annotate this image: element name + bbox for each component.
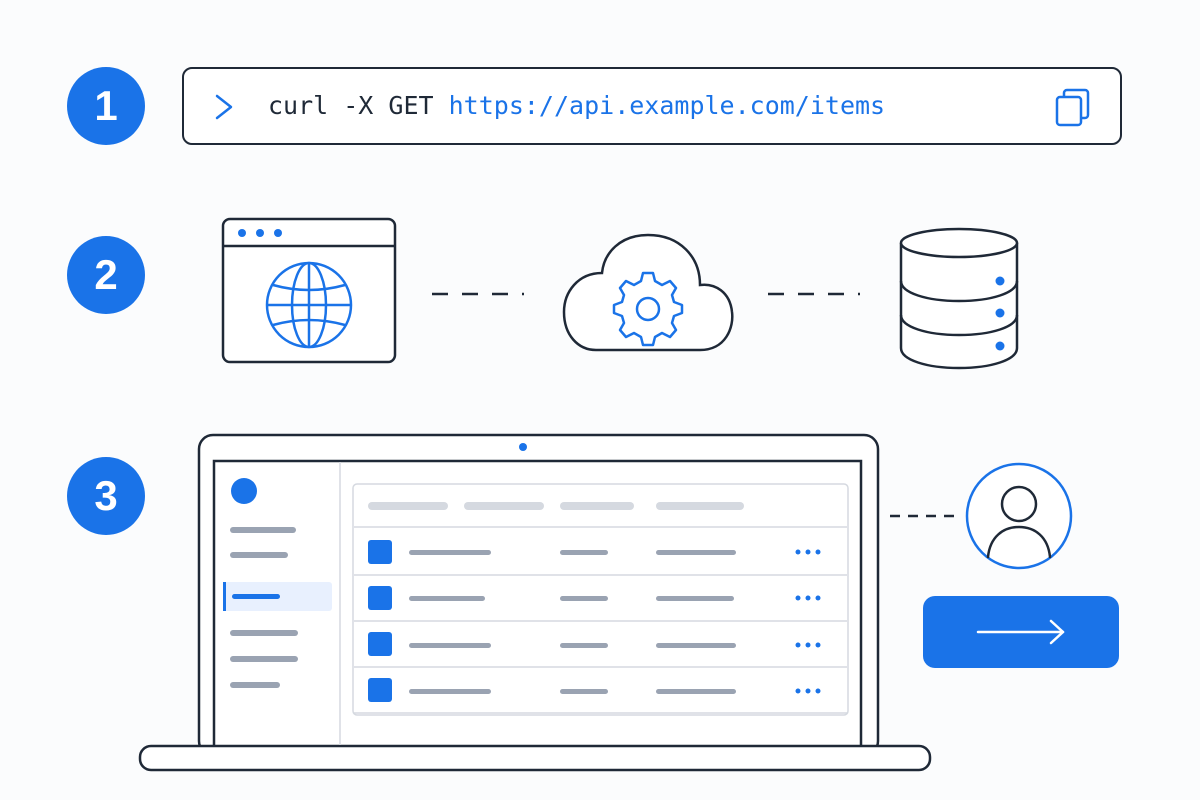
more-horizontal-icon[interactable] xyxy=(795,688,821,694)
sidebar-item[interactable] xyxy=(230,630,298,636)
table-row[interactable] xyxy=(368,540,821,564)
table-row[interactable] xyxy=(368,678,821,702)
user-circle-icon[interactable] xyxy=(965,462,1073,570)
row-checkbox[interactable] xyxy=(368,632,392,656)
sidebar-item-active[interactable] xyxy=(223,582,332,611)
sidebar xyxy=(223,462,341,745)
step-number: 1 xyxy=(94,82,118,129)
data-table xyxy=(352,483,849,716)
step-2-badge: 2 xyxy=(67,236,145,314)
arrow-right-icon xyxy=(976,619,1065,645)
table-row[interactable] xyxy=(368,632,821,656)
row-checkbox[interactable] xyxy=(368,540,392,564)
row-checkbox[interactable] xyxy=(368,586,392,610)
sidebar-item[interactable] xyxy=(230,527,296,533)
continue-button[interactable] xyxy=(923,596,1119,668)
laptop-base xyxy=(138,744,932,772)
step-number: 2 xyxy=(94,251,118,298)
copy-icon[interactable] xyxy=(1054,87,1094,127)
chevron-right-icon xyxy=(215,94,233,120)
table-row[interactable] xyxy=(368,586,821,610)
more-horizontal-icon[interactable] xyxy=(795,642,821,648)
more-horizontal-icon[interactable] xyxy=(795,595,821,601)
command-url: https://api.example.com/items xyxy=(448,91,886,120)
sidebar-avatar[interactable] xyxy=(231,478,257,504)
command-bar[interactable]: curl -X GET https://api.example.com/item… xyxy=(182,67,1122,145)
step-3-badge: 3 xyxy=(67,457,145,535)
camera-dot xyxy=(519,443,527,451)
sidebar-item[interactable] xyxy=(230,682,280,688)
command-text[interactable]: curl -X GET https://api.example.com/item… xyxy=(268,91,885,121)
sidebar-item[interactable] xyxy=(230,656,298,662)
step-number: 3 xyxy=(94,472,118,519)
table-header xyxy=(368,502,744,510)
more-horizontal-icon[interactable] xyxy=(795,549,821,555)
step-1-badge: 1 xyxy=(67,67,145,145)
row-checkbox[interactable] xyxy=(368,678,392,702)
sidebar-item[interactable] xyxy=(230,552,288,558)
command-verb: curl -X GET xyxy=(268,91,449,120)
